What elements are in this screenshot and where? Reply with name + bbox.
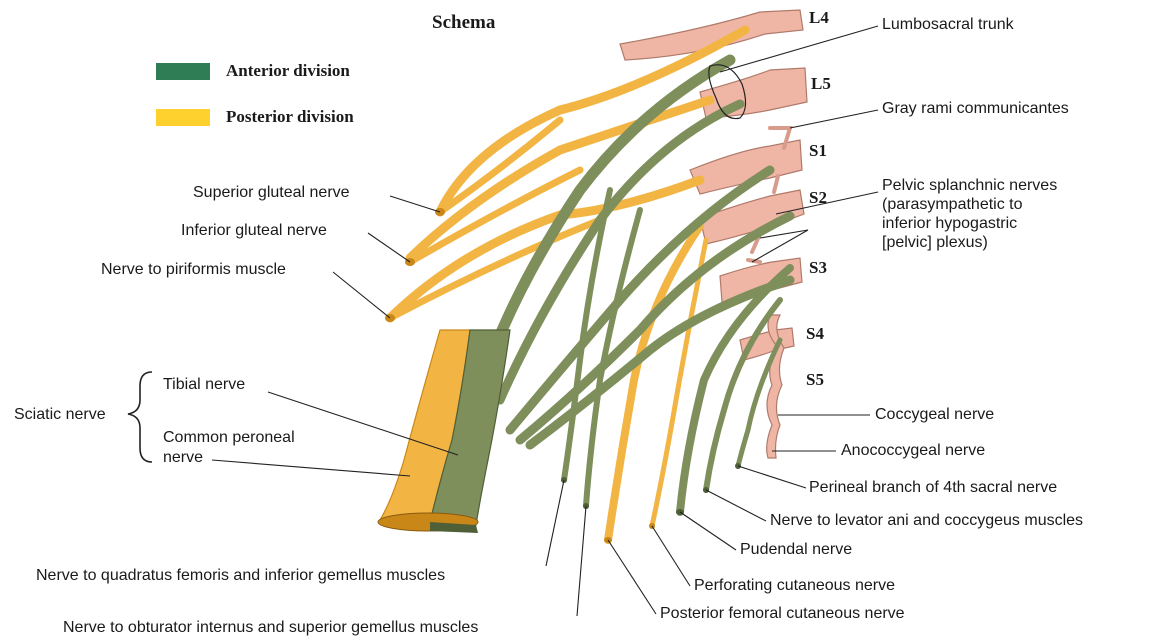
label-lumbosacral-trunk: Lumbosacral trunk: [882, 15, 1014, 34]
legend-label-anterior: Anterior division: [226, 61, 350, 81]
root-label-l4: L4: [809, 8, 829, 28]
label-obturator-internus: Nerve to obturator internus and superior…: [63, 618, 478, 637]
root-label-l5: L5: [811, 74, 831, 94]
label-perineal-branch: Perineal branch of 4th sacral nerve: [809, 478, 1057, 497]
label-sciatic: Sciatic nerve: [14, 405, 106, 424]
label-pelvic-splanchnic-3: inferior hypogastric: [882, 214, 1017, 233]
label-levator-ani: Nerve to levator ani and coccygeus muscl…: [770, 511, 1083, 530]
legend-swatch-posterior: [156, 109, 210, 126]
label-common-peroneal-2: nerve: [163, 448, 203, 467]
superior-gluteal-branch: [440, 120, 560, 212]
label-tibial: Tibial nerve: [163, 375, 245, 394]
label-posterior-femoral: Posterior femoral cutaneous nerve: [660, 604, 905, 623]
root-label-s2: S2: [809, 188, 827, 208]
label-gray-rami: Gray rami communicantes: [882, 99, 1069, 118]
label-pelvic-splanchnic-2: (parasympathetic to: [882, 195, 1023, 214]
legend-label-posterior: Posterior division: [226, 107, 354, 127]
label-pudendal: Pudendal nerve: [740, 540, 852, 559]
diagram-title: Schema: [432, 12, 495, 34]
root-label-s1: S1: [809, 141, 827, 161]
label-coccygeal: Coccygeal nerve: [875, 405, 994, 424]
label-common-peroneal-1: Common peroneal: [163, 428, 295, 447]
root-label-s3: S3: [809, 258, 827, 278]
s2-anterior-fibers: [520, 216, 790, 440]
sciatic-trunk: [378, 330, 510, 533]
label-perforating-cutaneous: Perforating cutaneous nerve: [694, 576, 895, 595]
label-anococcygeal: Anococcygeal nerve: [841, 441, 985, 460]
label-quadratus-femoris: Nerve to quadratus femoris and inferior …: [36, 566, 445, 585]
label-pelvic-splanchnic-1: Pelvic splanchnic nerves: [882, 176, 1057, 195]
label-pelvic-splanchnic-4: [pelvic] plexus): [882, 233, 988, 252]
label-inferior-gluteal: Inferior gluteal nerve: [181, 221, 327, 240]
label-superior-gluteal: Superior gluteal nerve: [193, 183, 350, 202]
label-nerve-piriformis: Nerve to piriformis muscle: [101, 260, 286, 279]
root-label-s5: S5: [806, 370, 824, 390]
root-label-s4: S4: [806, 324, 824, 344]
sciatic-brace: [128, 372, 152, 462]
perforating-cutaneous-branch: [652, 240, 706, 526]
root-l5: [700, 68, 807, 118]
legend-swatch-anterior: [156, 63, 210, 80]
